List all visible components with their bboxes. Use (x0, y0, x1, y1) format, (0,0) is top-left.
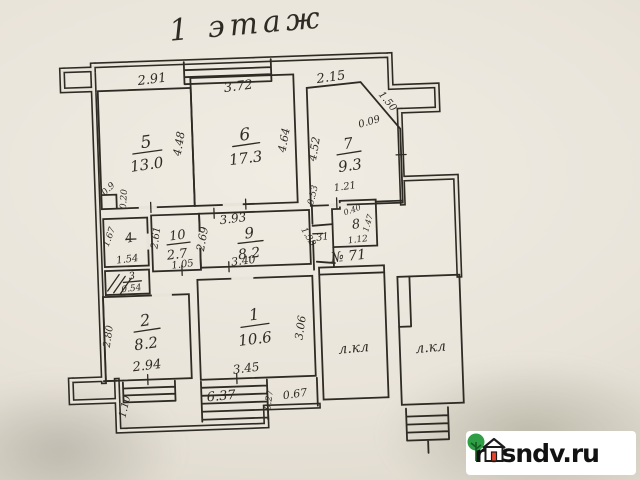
dim-corridor-right-2: 0.67 (282, 386, 308, 402)
stairwell-right-label: л.кл (415, 338, 447, 357)
house-roof-icon (482, 437, 506, 449)
dim-r9-bottom: 3.40 (230, 253, 256, 269)
stairwell-left-label: л.кл (338, 339, 370, 358)
room-5-area: 13.0 (129, 153, 165, 176)
room-3-outline (104, 268, 151, 296)
room-7-outline (305, 81, 404, 207)
room-9-number: 9 (243, 223, 255, 242)
room-2-outline (101, 293, 193, 383)
dim-corridor-left: 1.10 (117, 394, 133, 419)
dim-r5-width: 2.91 (136, 71, 168, 90)
dim-r4-bottom: 1.54 (116, 253, 139, 267)
dim-corridor-bottom: 6.37 (206, 388, 237, 406)
dim-r7-bottom-2: 1.21 (333, 180, 357, 194)
room-6-number: 6 (238, 125, 251, 146)
dim-r9-left: 2.69 (194, 226, 211, 253)
dim-r1-right: 3.06 (293, 315, 309, 341)
room-4-number: 4 (123, 231, 135, 247)
room-1-outline (196, 274, 317, 381)
rosndv-logo-icon (467, 433, 506, 462)
dim-r10-left: 2.61 (149, 226, 163, 251)
dim-r7-bottom-1: 0.53 (306, 184, 320, 206)
stairwells (318, 264, 465, 406)
window-hatches (121, 58, 450, 454)
dim-r7-height: 4.52 (306, 136, 323, 163)
room-2-area: 8.2 (133, 333, 159, 354)
dim-r7-width: 2.15 (315, 68, 347, 87)
dim-corridor-right-1: 0.27 (263, 389, 276, 411)
room-8-number: 8 (351, 217, 361, 233)
stairwell-left-outline (318, 264, 390, 401)
room-3-area: 0.54 (121, 283, 142, 295)
dim-r6-width: 3.72 (223, 78, 254, 96)
dim-r2-bottom: 2.94 (131, 357, 163, 376)
outer-walls (58, 51, 463, 434)
room-7-number: 7 (342, 134, 354, 153)
dim-r5-notch-2: 0.20 (119, 189, 130, 210)
dim-r9-right: 1.38 (298, 226, 317, 249)
dim-r6-height: 4.64 (275, 127, 292, 154)
dim-r10-bottom: 1.05 (171, 258, 194, 272)
dim-r2-left: 2.80 (102, 324, 116, 349)
dimension-ticks (125, 153, 407, 386)
watermark-badge: rosndv.ru (466, 431, 636, 475)
plan-title: 1 этаж (168, 0, 326, 48)
dim-r8-left: 1.31 (306, 231, 329, 245)
dim-r9-top: 3.93 (219, 210, 248, 227)
dim-r7-small: 0.09 (357, 114, 382, 131)
room-5-number: 5 (139, 132, 153, 153)
door-openings (138, 202, 347, 298)
stairwell-right-outline (396, 273, 465, 406)
dim-r1-bottom: 3.45 (232, 360, 260, 377)
unit-number-label: № 71 (329, 247, 367, 267)
room-1-area: 10.6 (237, 328, 273, 350)
room-9-area: 8.2 (237, 245, 261, 264)
dim-r8-right: 1.47 (361, 212, 375, 232)
house-door-icon (490, 451, 498, 462)
dim-r7-diag: 1.50 (376, 90, 399, 115)
room-7-area: 9.3 (337, 155, 363, 176)
dim-r5-height: 4.48 (170, 130, 187, 157)
dim-r8-bottom: 1.12 (347, 234, 368, 246)
room-3-number: 3 (128, 271, 136, 283)
hall-10-number: 10 (168, 228, 186, 245)
room-1-number: 1 (248, 304, 260, 324)
labels: 1 этаж 5 13.0 2.91 4.48 0.9 0.20 6 17.3 … (100, 0, 447, 419)
room-6-area: 17.3 (228, 147, 263, 169)
hall-10-area: 2.7 (165, 246, 189, 264)
room-2-number: 2 (138, 310, 152, 330)
